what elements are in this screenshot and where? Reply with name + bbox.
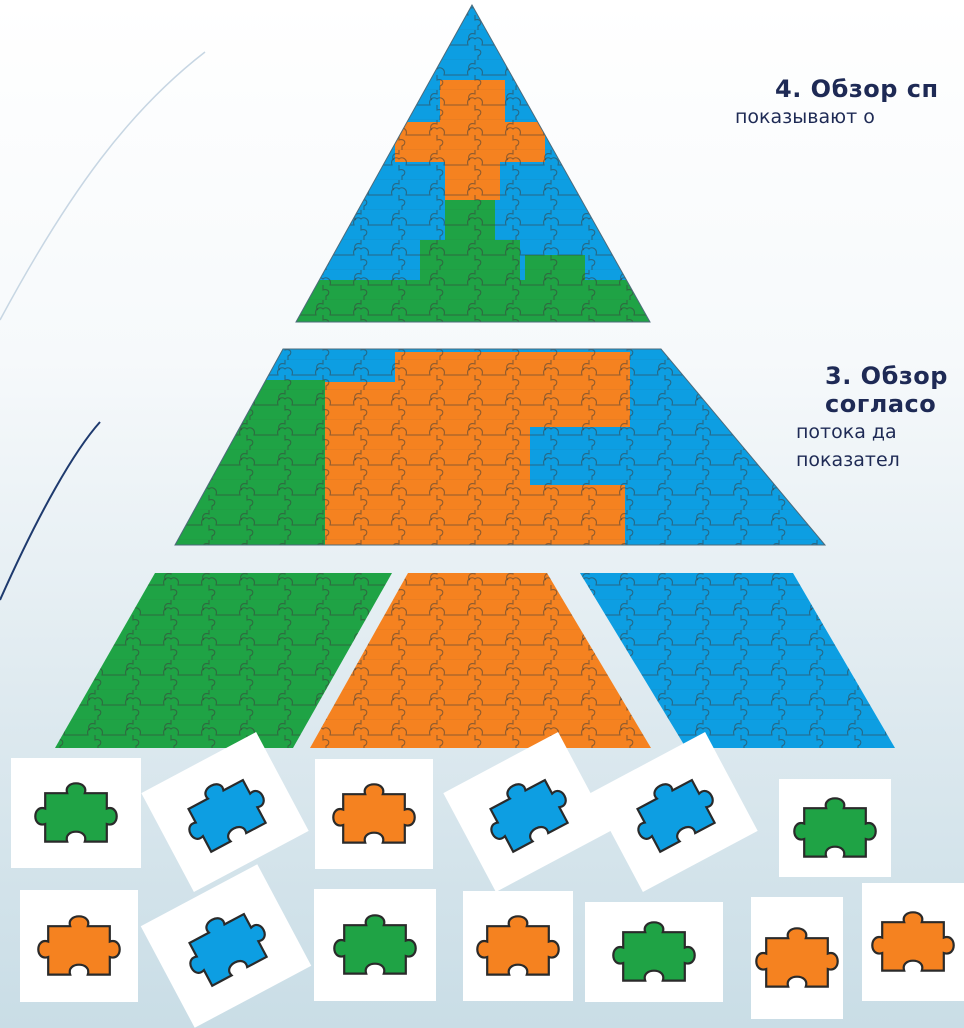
loose-piece-card bbox=[314, 889, 436, 1001]
puzzle-piece-icon bbox=[612, 921, 696, 982]
puzzle-piece-icon bbox=[793, 797, 877, 858]
caption-level-4-title: 4. Обзор сп bbox=[775, 75, 939, 103]
pyramid-bottom-tier bbox=[55, 573, 895, 748]
caption-level-3-title: согласо bbox=[825, 390, 937, 418]
loose-puzzle-pieces bbox=[11, 732, 964, 1028]
caption-level-4: 4. Обзор сп показывают о bbox=[735, 75, 939, 131]
loose-piece-card bbox=[585, 902, 723, 1002]
puzzle-piece-icon bbox=[636, 778, 717, 854]
loose-piece-card bbox=[862, 883, 964, 1001]
loose-piece-card bbox=[140, 864, 312, 1028]
loose-piece-card bbox=[11, 758, 141, 868]
loose-piece-card bbox=[779, 779, 891, 877]
loose-piece-card bbox=[590, 732, 758, 892]
loose-piece-card bbox=[751, 897, 843, 1019]
puzzle-piece-icon bbox=[755, 927, 839, 988]
puzzle-piece-icon bbox=[332, 783, 416, 844]
puzzle-piece-icon bbox=[37, 915, 121, 976]
decor-curve-dark bbox=[0, 421, 101, 601]
caption-level-3: 3. Обзор согласо потока да показател bbox=[796, 362, 948, 474]
caption-level-3-line: потока да bbox=[796, 421, 897, 443]
puzzle-piece-icon bbox=[34, 782, 118, 843]
loose-piece-card bbox=[141, 732, 309, 892]
loose-piece-card bbox=[20, 890, 138, 1002]
caption-level-4-line: показывают о bbox=[735, 106, 875, 128]
decor-curve-thin bbox=[0, 51, 206, 321]
puzzle-piece-icon bbox=[187, 778, 268, 854]
puzzle-piece-icon bbox=[871, 911, 955, 972]
loose-piece-card bbox=[315, 759, 433, 869]
caption-level-3-title: 3. Обзор bbox=[825, 362, 948, 390]
caption-level-3-line: показател bbox=[796, 449, 900, 471]
puzzle-piece-icon bbox=[333, 914, 417, 975]
puzzle-piece-icon bbox=[489, 778, 570, 854]
pyramid-top-tier bbox=[295, 3, 651, 323]
loose-piece-card bbox=[463, 891, 573, 1001]
loose-piece-card bbox=[443, 732, 611, 892]
pyramid-middle-tier bbox=[174, 348, 827, 546]
puzzle-piece-icon bbox=[188, 912, 269, 988]
puzzle-piece-icon bbox=[476, 915, 560, 976]
